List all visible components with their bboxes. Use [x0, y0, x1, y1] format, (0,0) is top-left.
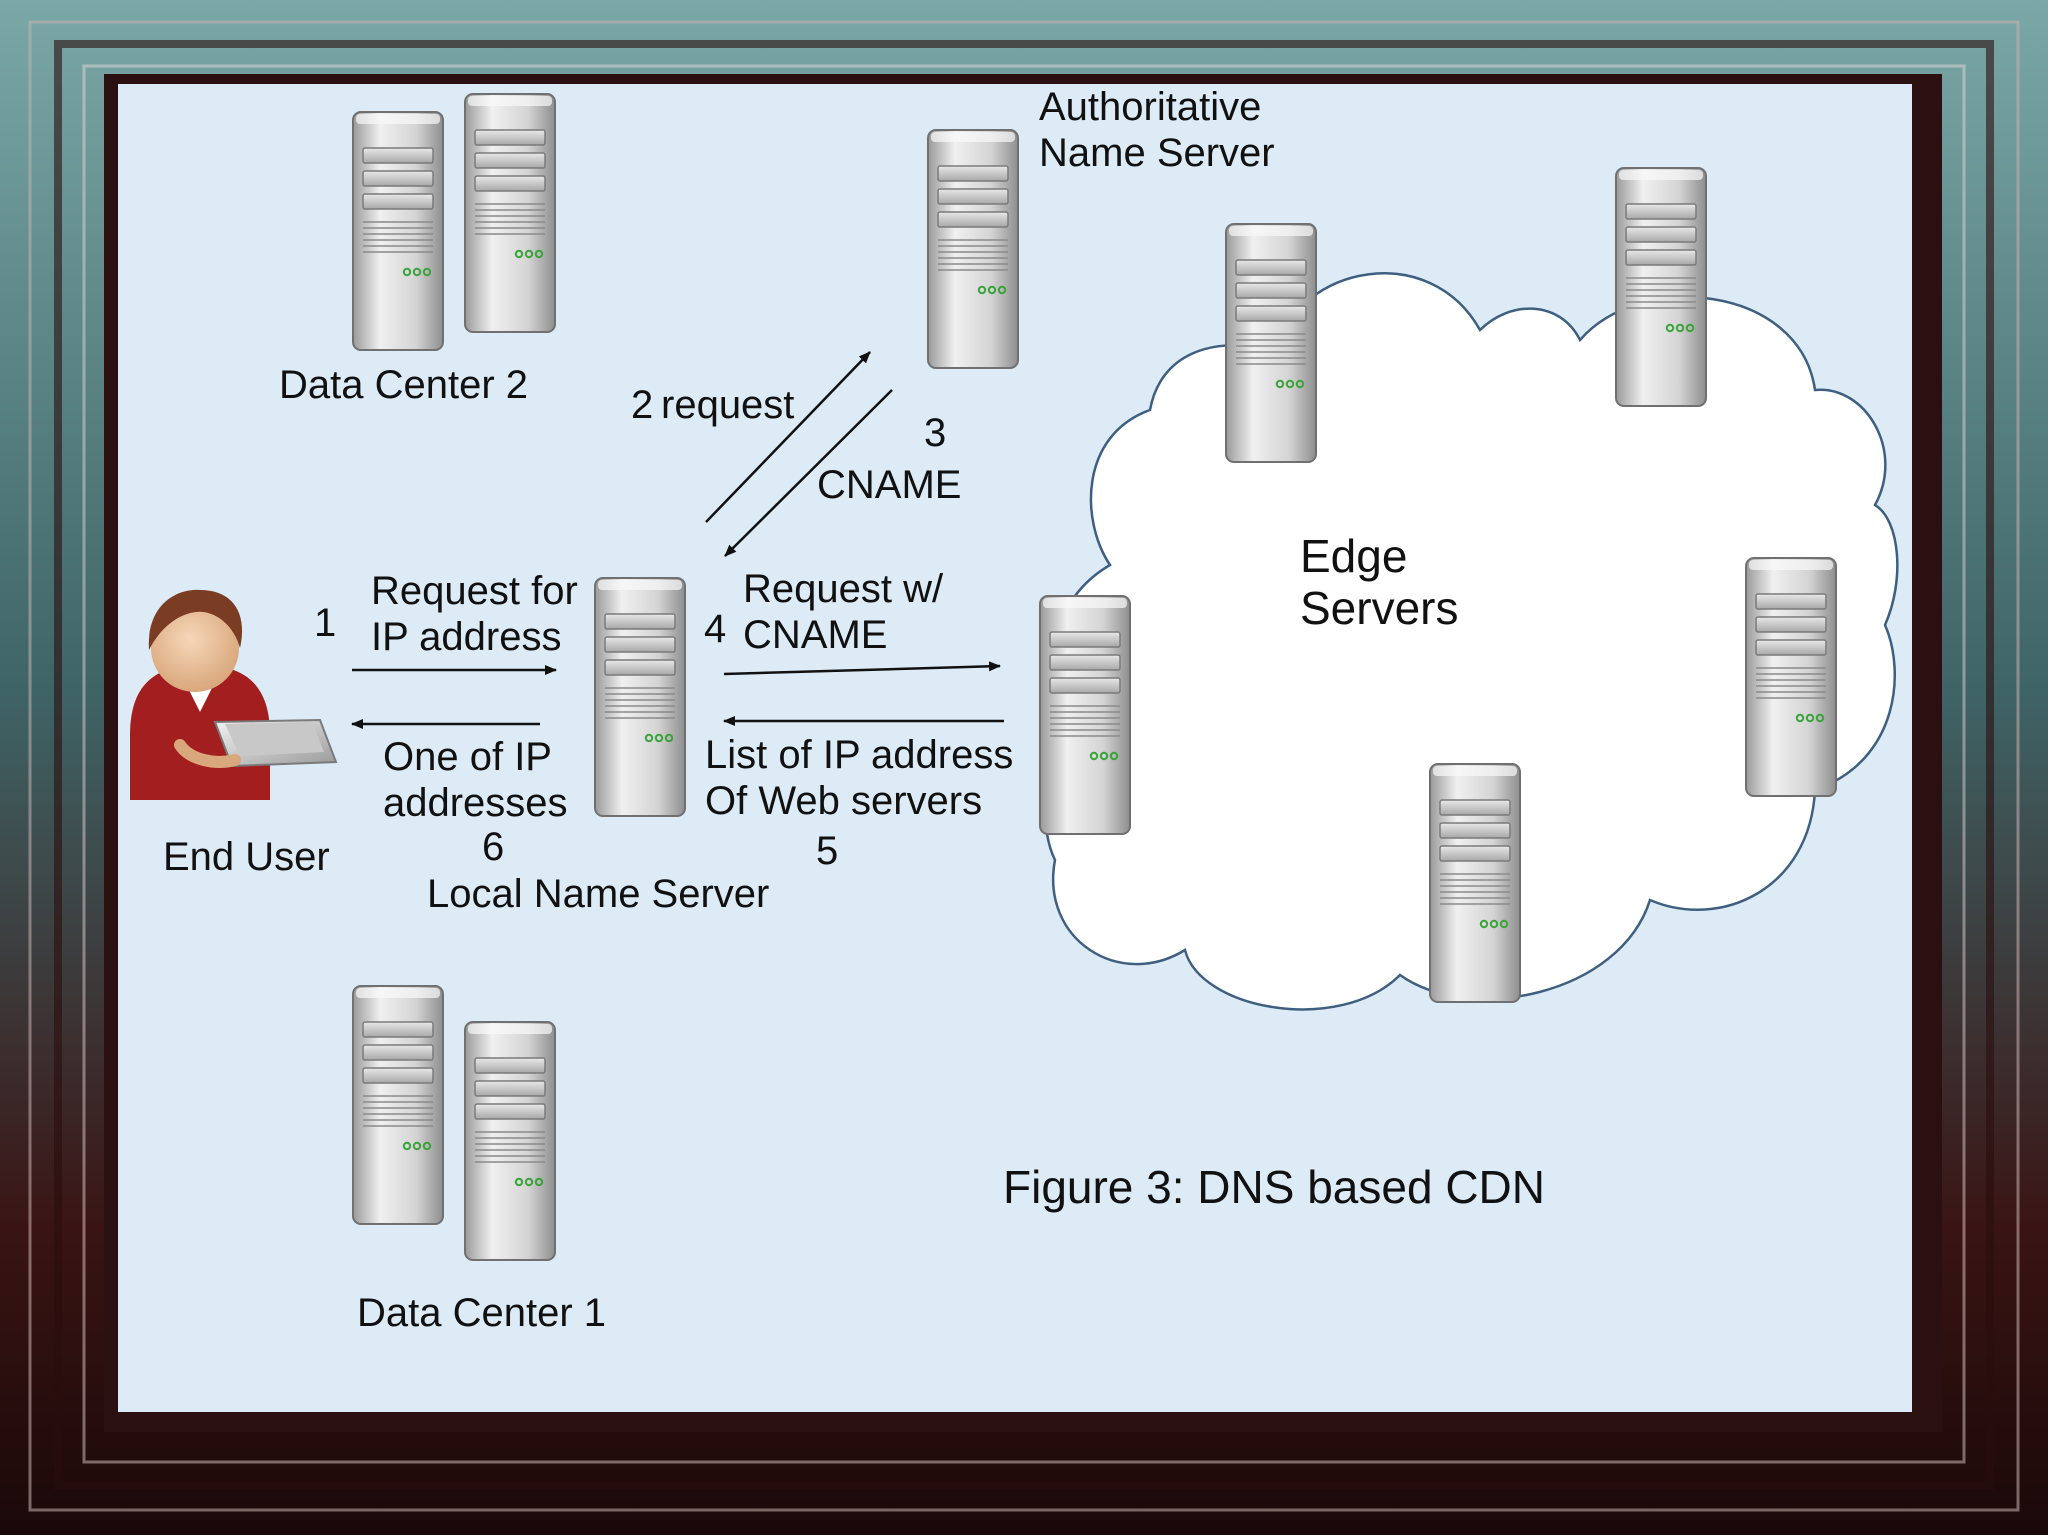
- end-user-icon: [130, 589, 338, 800]
- edge-servers-label-line2: Servers: [1300, 582, 1459, 634]
- arrow-step-4: [723, 661, 1001, 676]
- step-1-number: 1: [314, 601, 337, 645]
- authoritative-ns-label-line2: Name Server: [1039, 131, 1275, 175]
- end-user-label: End User: [163, 835, 330, 879]
- frame-ring-2: [54, 40, 1994, 1490]
- data-center-2-label: Data Center 2: [279, 363, 529, 407]
- step-2-label: request: [661, 383, 795, 427]
- frame-ring-1: [28, 20, 2020, 1512]
- step-5-label-line1: List of IP address: [705, 733, 1014, 777]
- step-3-number: 3: [924, 411, 947, 455]
- local-name-server: [594, 577, 686, 817]
- data-center-2-server-right: [464, 93, 556, 333]
- arrow-step-2: [705, 351, 871, 523]
- edge-gateway-server: [1039, 595, 1131, 835]
- data-center-1-server-right: [464, 1021, 556, 1261]
- step-6-number: 6: [482, 825, 505, 869]
- data-center-1-label: Data Center 1: [357, 1291, 607, 1335]
- edge-server-4: [1429, 763, 1521, 1003]
- data-center-1-server-left: [352, 985, 444, 1225]
- step-5-number: 5: [816, 829, 839, 873]
- data-center-2-server-left: [352, 111, 444, 351]
- step-3-label: CNAME: [817, 463, 962, 507]
- local-name-server-label: Local Name Server: [427, 872, 770, 916]
- edge-server-2: [1615, 167, 1707, 407]
- edge-servers-label-line1: Edge: [1300, 530, 1408, 582]
- step-6-label-line2: addresses: [383, 781, 568, 825]
- authoritative-ns-label-line1: Authoritative: [1039, 85, 1262, 129]
- step-2-number: 2: [631, 383, 654, 427]
- edge-server-3: [1745, 557, 1837, 797]
- frame-ring-3: [82, 64, 1966, 1464]
- arrow-step-3: [724, 389, 893, 557]
- step-4-label-line2: CNAME: [743, 613, 888, 657]
- step-1-label-line1: Request for: [371, 569, 578, 613]
- step-5-label-line2: Of Web servers: [705, 779, 983, 823]
- step-4-label-line1: Request w/: [743, 567, 944, 611]
- step-6-label-line1: One of IP: [383, 735, 552, 779]
- step-1-label-line2: IP address: [371, 615, 562, 659]
- authoritative-name-server: [927, 129, 1019, 369]
- edge-server-1: [1225, 223, 1317, 463]
- step-4-number: 4: [704, 607, 727, 651]
- figure-caption: Figure 3: DNS based CDN: [1003, 1161, 1545, 1213]
